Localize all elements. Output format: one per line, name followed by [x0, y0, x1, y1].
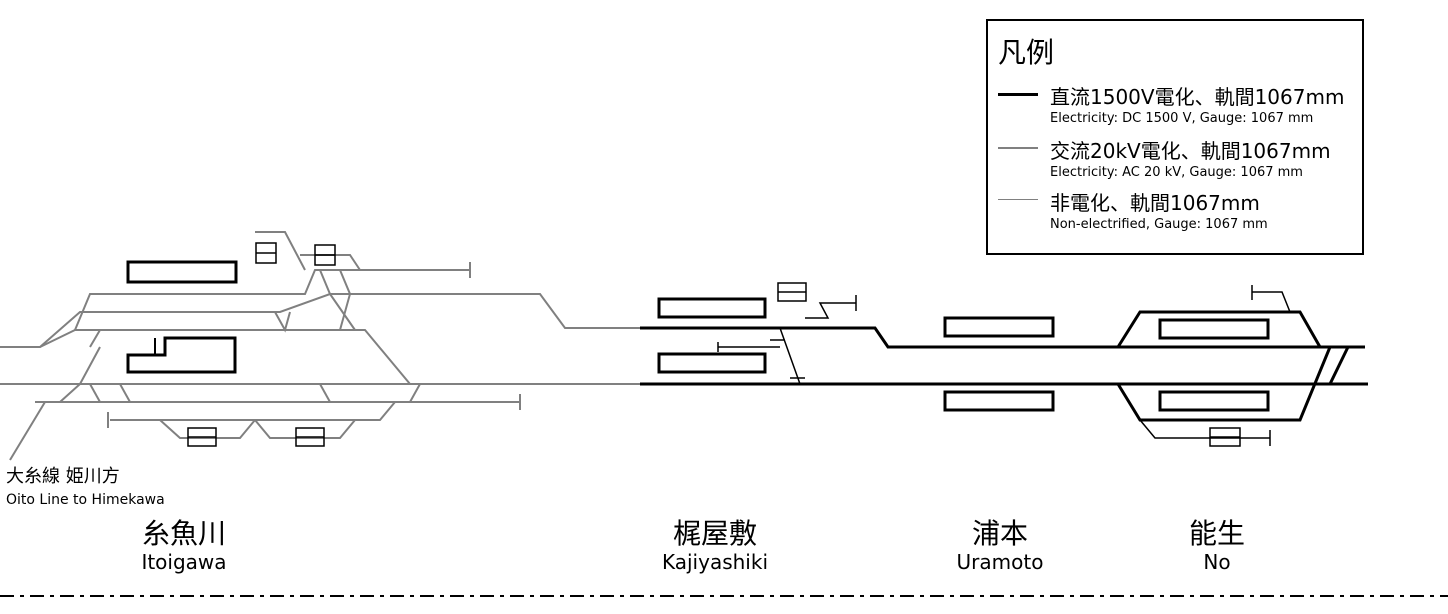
station-romaji-itoigawa: Itoigawa	[141, 550, 227, 574]
legend-title: 凡例	[998, 36, 1055, 69]
itoigawa-small-boxes	[187, 242, 336, 447]
crossover-4	[339, 269, 352, 331]
station-romaji-no: No	[1203, 550, 1231, 574]
crossover-6	[319, 383, 331, 403]
crossover-2	[274, 311, 291, 333]
branch-label-ja: 大糸線 姫川方	[6, 466, 120, 487]
legend-ac-ja: 交流20kV電化、軌間1067mm	[1050, 139, 1331, 163]
upper-main-track	[0, 293, 640, 348]
station-romaji-kajiyashiki: Kajiyashiki	[661, 550, 768, 574]
crossover-3	[319, 269, 356, 331]
siding-b	[254, 419, 356, 439]
station-name-kajiyashiki: 梶屋敷	[672, 517, 757, 550]
legend-dc-ja: 直流1500V電化、軌間1067mm	[1050, 85, 1345, 109]
station-name-no: 能生	[1188, 517, 1245, 550]
track-3	[74, 269, 470, 331]
no-sidings	[1139, 285, 1291, 447]
legend-dc-en: Electricity: DC 1500 V, Gauge: 1067 mm	[1050, 111, 1314, 126]
track-6	[60, 383, 421, 403]
branch-label-en: Oito Line to Himekawa	[6, 492, 165, 508]
station-name-itoigawa: 糸魚川	[141, 517, 226, 550]
dc-main-upper	[640, 326, 1365, 349]
legend-line-ac	[998, 147, 1038, 149]
sidings-lower	[110, 401, 396, 421]
siding-a	[159, 419, 256, 439]
uramoto-area	[943, 316, 1055, 412]
legend-line-nonelec	[998, 199, 1038, 200]
no-area	[1116, 310, 1350, 422]
track-2	[39, 329, 411, 385]
itoigawa-platforms	[126, 260, 238, 374]
legend: 凡例 直流1500V電化、軌間1067mm Electricity: DC 15…	[986, 19, 1364, 255]
itoigawa-yard	[0, 231, 640, 461]
legend-ac-en: Electricity: AC 20 kV, Gauge: 1067 mm	[1050, 165, 1303, 180]
legend-nonelec-en: Non-electrified, Gauge: 1067 mm	[1050, 217, 1268, 232]
oito-line	[9, 401, 46, 461]
kajiyashiki-area	[640, 282, 1368, 386]
legend-nonelec-ja: 非電化、軌間1067mm	[1050, 191, 1260, 215]
crossover-5	[89, 383, 101, 403]
station-romaji-uramoto: Uramoto	[956, 550, 1044, 574]
crossover-1	[119, 383, 131, 403]
station-name-uramoto: 浦本	[971, 517, 1028, 550]
track-4	[89, 329, 101, 348]
legend-line-dc	[998, 93, 1038, 96]
track-5	[59, 346, 101, 403]
